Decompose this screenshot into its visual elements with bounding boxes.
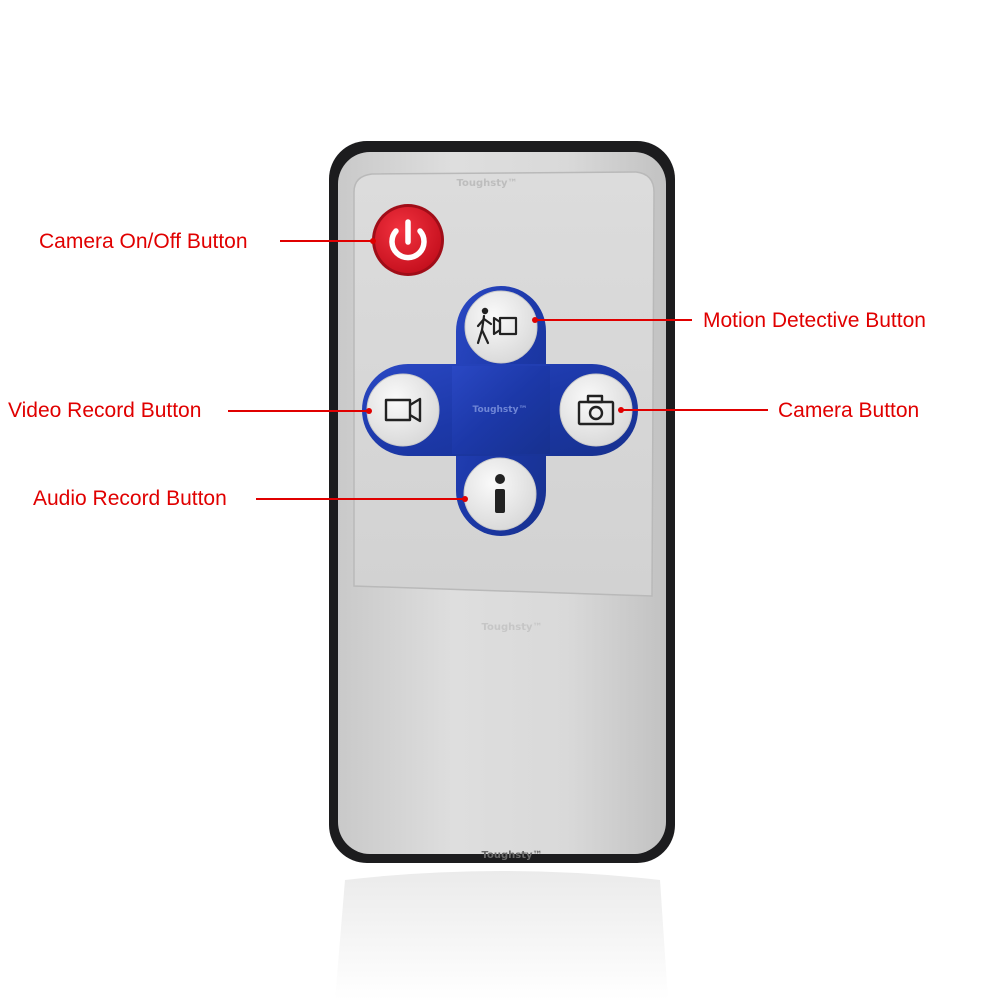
power-button[interactable] xyxy=(372,204,444,276)
leader-dot-audio-record xyxy=(462,496,468,502)
label-motion-detective: Motion Detective Button xyxy=(703,309,926,332)
label-audio-record: Audio Record Button xyxy=(33,487,227,510)
label-camera-on-off: Camera On/Off Button xyxy=(39,230,248,253)
watermark-middle: Toughsty™ xyxy=(481,622,542,633)
label-video-record: Video Record Button xyxy=(8,399,202,422)
leader-dot-motion-detective xyxy=(532,317,538,323)
leader-video-record xyxy=(228,410,370,412)
video-record-button[interactable] xyxy=(366,373,440,447)
leader-motion-detective xyxy=(536,319,692,321)
remote-reflection xyxy=(335,871,668,1000)
label-camera: Camera Button xyxy=(778,399,920,422)
watermark-bottom: Toughsty™ xyxy=(481,850,542,861)
power-icon xyxy=(389,219,427,261)
video-camera-icon xyxy=(384,397,422,423)
leader-camera xyxy=(622,409,768,411)
motion-detective-button[interactable] xyxy=(464,290,538,364)
leader-camera-on-off xyxy=(280,240,374,242)
leader-audio-record xyxy=(256,498,466,500)
walking-person-camera-icon xyxy=(476,307,518,345)
leader-dot-camera-on-off xyxy=(370,238,376,244)
info-i-icon xyxy=(495,474,505,513)
leader-dot-camera xyxy=(618,407,624,413)
watermark-top: Toughsty™ xyxy=(456,178,517,189)
watermark-dpad: Toughsty™ xyxy=(473,405,528,415)
photo-camera-icon xyxy=(577,394,615,426)
leader-dot-video-record xyxy=(366,408,372,414)
audio-record-button[interactable] xyxy=(463,457,537,531)
